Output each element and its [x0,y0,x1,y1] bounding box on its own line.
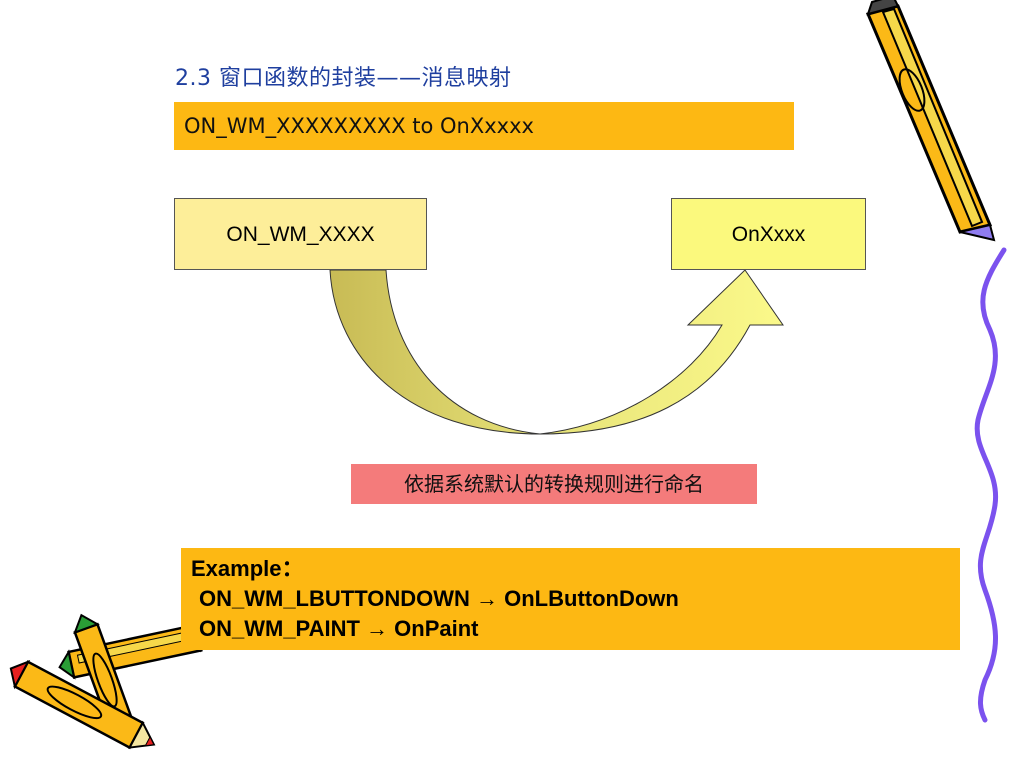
example-line: ON_WM_LBUTTONDOWN → OnLButtonDown [199,586,679,611]
example-heading: Example： [191,556,304,581]
subtitle-bar: ON_WM_XXXXXXXXX to OnXxxxx [174,102,794,150]
pencil-icon [865,0,996,242]
rule-label: 依据系统默认的转换规则进行命名 [351,464,757,504]
pencils-icon [9,613,220,750]
example-line: ON_WM_PAINT → OnPaint [199,616,479,641]
example-box: Example： ON_WM_LBUTTONDOWN → OnLButtonDo… [181,548,960,650]
source-box: ON_WM_XXXX [174,198,427,270]
squiggle-line-icon [974,247,1007,723]
target-box: OnXxxx [671,198,866,270]
curved-arrow-icon [329,269,784,435]
slide-title: 2.3 窗口函数的封装——消息映射 [175,66,512,91]
